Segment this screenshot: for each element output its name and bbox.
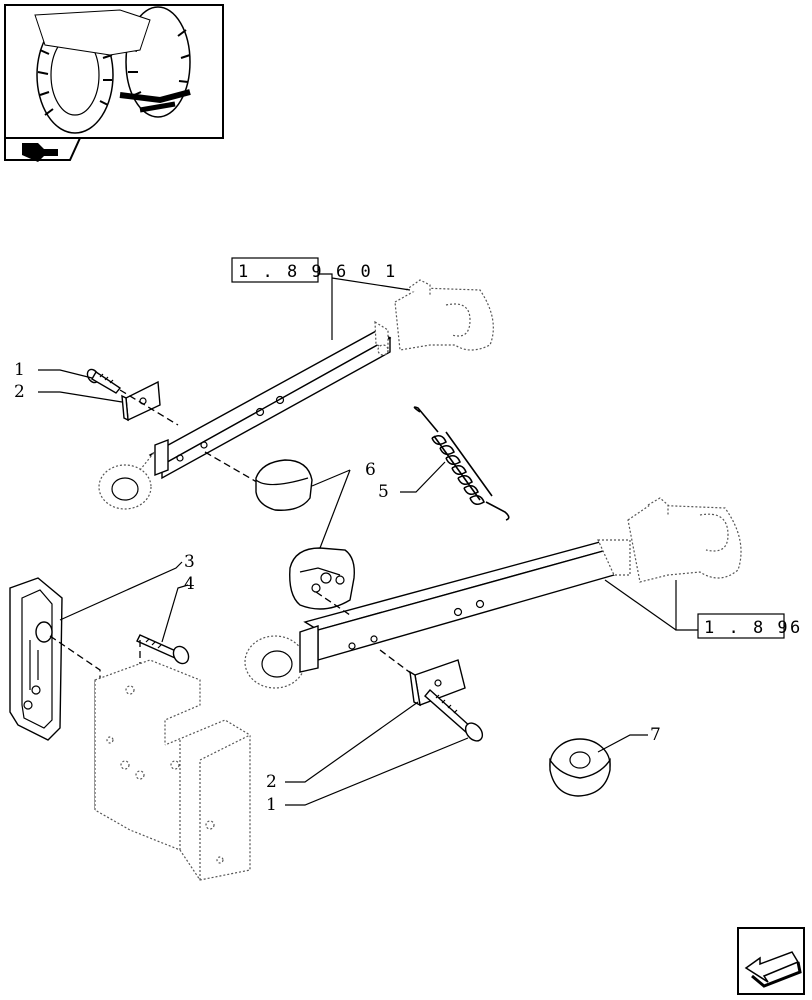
ref-label-top-prefix: 1 . 8 9 [238,262,324,282]
upper-lower-link [98,279,494,510]
callout-6: 6 [365,460,376,480]
next-page-button[interactable] [737,927,805,995]
callout-2-bottom: 2 [266,772,277,792]
ref-label-right[interactable]: 1 . 8 9 6 [697,613,802,639]
tractor-rear-thumbnail-icon [34,6,191,134]
bolt-bottom [424,688,484,742]
spring [413,406,510,521]
callout-4: 4 [184,574,195,594]
bracket [9,577,63,741]
callout-1-top: 1 [14,360,25,380]
ref-label-top-suffix: 6 0 1 [336,262,397,282]
bolt-top [86,368,122,394]
rubber-block [289,547,355,610]
lower-lower-link [244,497,742,689]
callout-1-bottom: 1 [266,795,277,815]
ref-label-top[interactable]: 1 . 8 9 6 0 1 [231,257,397,283]
thumbnail-panel[interactable] [4,4,224,162]
washer [549,738,611,797]
callout-7: 7 [650,725,661,745]
ref-label-right-prefix: 1 . 8 9 [704,618,790,638]
ref-label-right-suffix: 6 [790,618,802,638]
plate-top [121,380,161,422]
callout-3: 3 [184,552,195,572]
callout-2-top: 2 [14,382,25,402]
book-arrow-icon [22,143,58,162]
bolt-bracket [136,634,190,665]
callout-5: 5 [378,482,389,502]
next-page-arrow-icon [744,951,802,988]
rubber-cap-top [255,459,313,511]
mounting-frame [94,659,251,881]
